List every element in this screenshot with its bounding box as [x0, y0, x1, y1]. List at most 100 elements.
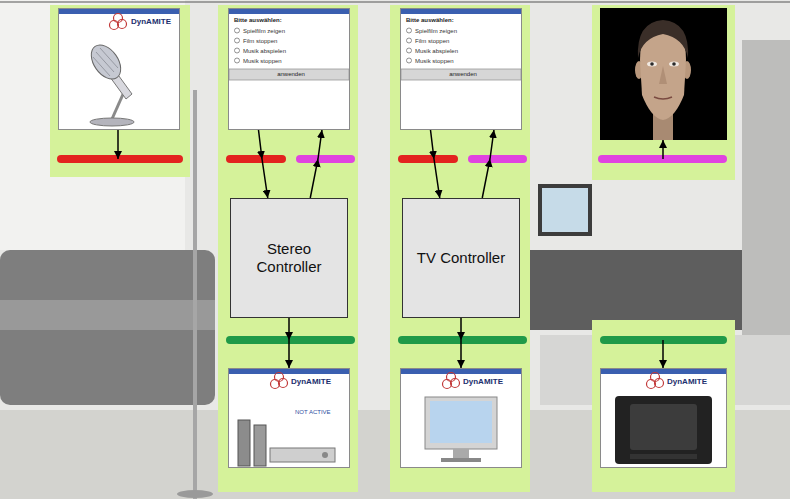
connector-arrow [482, 130, 494, 198]
logo-rings [443, 380, 452, 389]
radio-button [407, 58, 412, 63]
bus-arrow [117, 130, 119, 159]
stereo-speakers [238, 420, 250, 466]
option-text: Film stoppen [243, 38, 277, 45]
radio-button [235, 38, 240, 43]
logo-rings [110, 14, 664, 389]
device-window: DynAMITE [600, 368, 727, 468]
room-photo [177, 490, 213, 498]
bus-arrow [662, 340, 664, 368]
tv-set [430, 401, 492, 443]
window-ground [228, 8, 350, 130]
device-window: DynAMITE NOT ACTIVE [228, 368, 350, 468]
crt-tv [630, 404, 697, 450]
room-photo [0, 300, 215, 330]
microphone [93, 57, 110, 76]
tv-set [425, 397, 497, 449]
magenta-bus-bar [468, 155, 527, 163]
window-ground [400, 368, 522, 468]
room-photo [0, 250, 215, 405]
window-ground [600, 368, 727, 468]
green-panel [390, 5, 530, 492]
microphone [90, 118, 134, 126]
logo-text: DynAMITE [667, 377, 707, 386]
logo-text: DynAMITE [291, 377, 331, 386]
avatar-face [672, 62, 676, 66]
room-photo [0, 2, 790, 3]
gui-button [229, 69, 521, 80]
logo-text: DynAMITE [131, 17, 171, 26]
radio-button [407, 48, 412, 53]
room-photo [538, 184, 592, 236]
microphone [112, 92, 124, 119]
avatar-face [600, 8, 727, 140]
room-photo [193, 90, 197, 499]
green-bus-bar [226, 336, 355, 344]
button-text: anwenden [403, 71, 523, 78]
avatar-face [650, 62, 654, 66]
room-photo [0, 0, 185, 250]
green-bus-bar [226, 336, 727, 344]
option-text: Musik abspielen [415, 48, 458, 55]
connector-arrow [259, 130, 268, 198]
app-window: DynAMITE [58, 8, 180, 130]
option-text: Musik stoppen [415, 58, 454, 65]
gui-window: Bitte auswählen:Spielfilm zeigenFilm sto… [228, 8, 350, 130]
crt-tv [615, 396, 712, 464]
crt-tv [615, 396, 712, 464]
red-bus-bar [57, 155, 458, 163]
avatar-face [600, 8, 727, 140]
avatar-face [638, 20, 688, 58]
logo-text: DynAMITE [463, 377, 503, 386]
green-panel [218, 5, 358, 492]
logo-rings [271, 380, 280, 389]
status-text: NOT ACTIVE [295, 409, 331, 416]
avatar-face [647, 62, 657, 67]
controller-label: Stereo Controller [240, 240, 338, 276]
green-panel [592, 320, 735, 492]
magenta-bus-bar [296, 155, 355, 163]
tv-set [453, 449, 469, 458]
radio-button [235, 48, 240, 53]
radio-button [235, 28, 412, 63]
radio-button [235, 28, 240, 33]
room-photo [542, 188, 588, 232]
device-window: DynAMITE [400, 368, 522, 468]
logo-rings [647, 380, 656, 389]
connector-arrow [310, 130, 322, 198]
green-panel [50, 5, 735, 492]
radio-button [235, 58, 240, 63]
controller-box: Stereo Controller [230, 198, 348, 318]
avatar-face [654, 97, 672, 99]
controller-box: TV Controller [402, 198, 520, 318]
connector-arrow [460, 318, 462, 368]
stereo-speakers [322, 452, 328, 458]
option-text: Musik abspielen [243, 48, 286, 55]
bus-arrow [662, 140, 664, 159]
avatar-face [669, 62, 679, 67]
microphone [100, 48, 118, 68]
tv-set [441, 458, 481, 462]
window-ground [58, 8, 727, 468]
radio-button [407, 28, 412, 33]
stereo-speakers [254, 425, 266, 466]
tv-set [425, 397, 497, 462]
window-ground [400, 8, 522, 130]
green-panel [592, 5, 735, 180]
stereo-speakers [238, 420, 335, 466]
option-text: Film stoppen [415, 38, 449, 45]
controller-label: TV Controller [417, 249, 505, 267]
button-text: anwenden [231, 71, 351, 78]
option-text: Musik stoppen [243, 58, 282, 65]
microphone [96, 52, 114, 72]
gui-heading: Bitte auswählen: [234, 17, 282, 24]
option-text: Spielfilm zeigen [415, 28, 457, 35]
connector-arrow [431, 130, 440, 198]
red-bus-bar [398, 155, 458, 163]
green-panel [50, 5, 190, 177]
window-title-bar [58, 8, 727, 374]
